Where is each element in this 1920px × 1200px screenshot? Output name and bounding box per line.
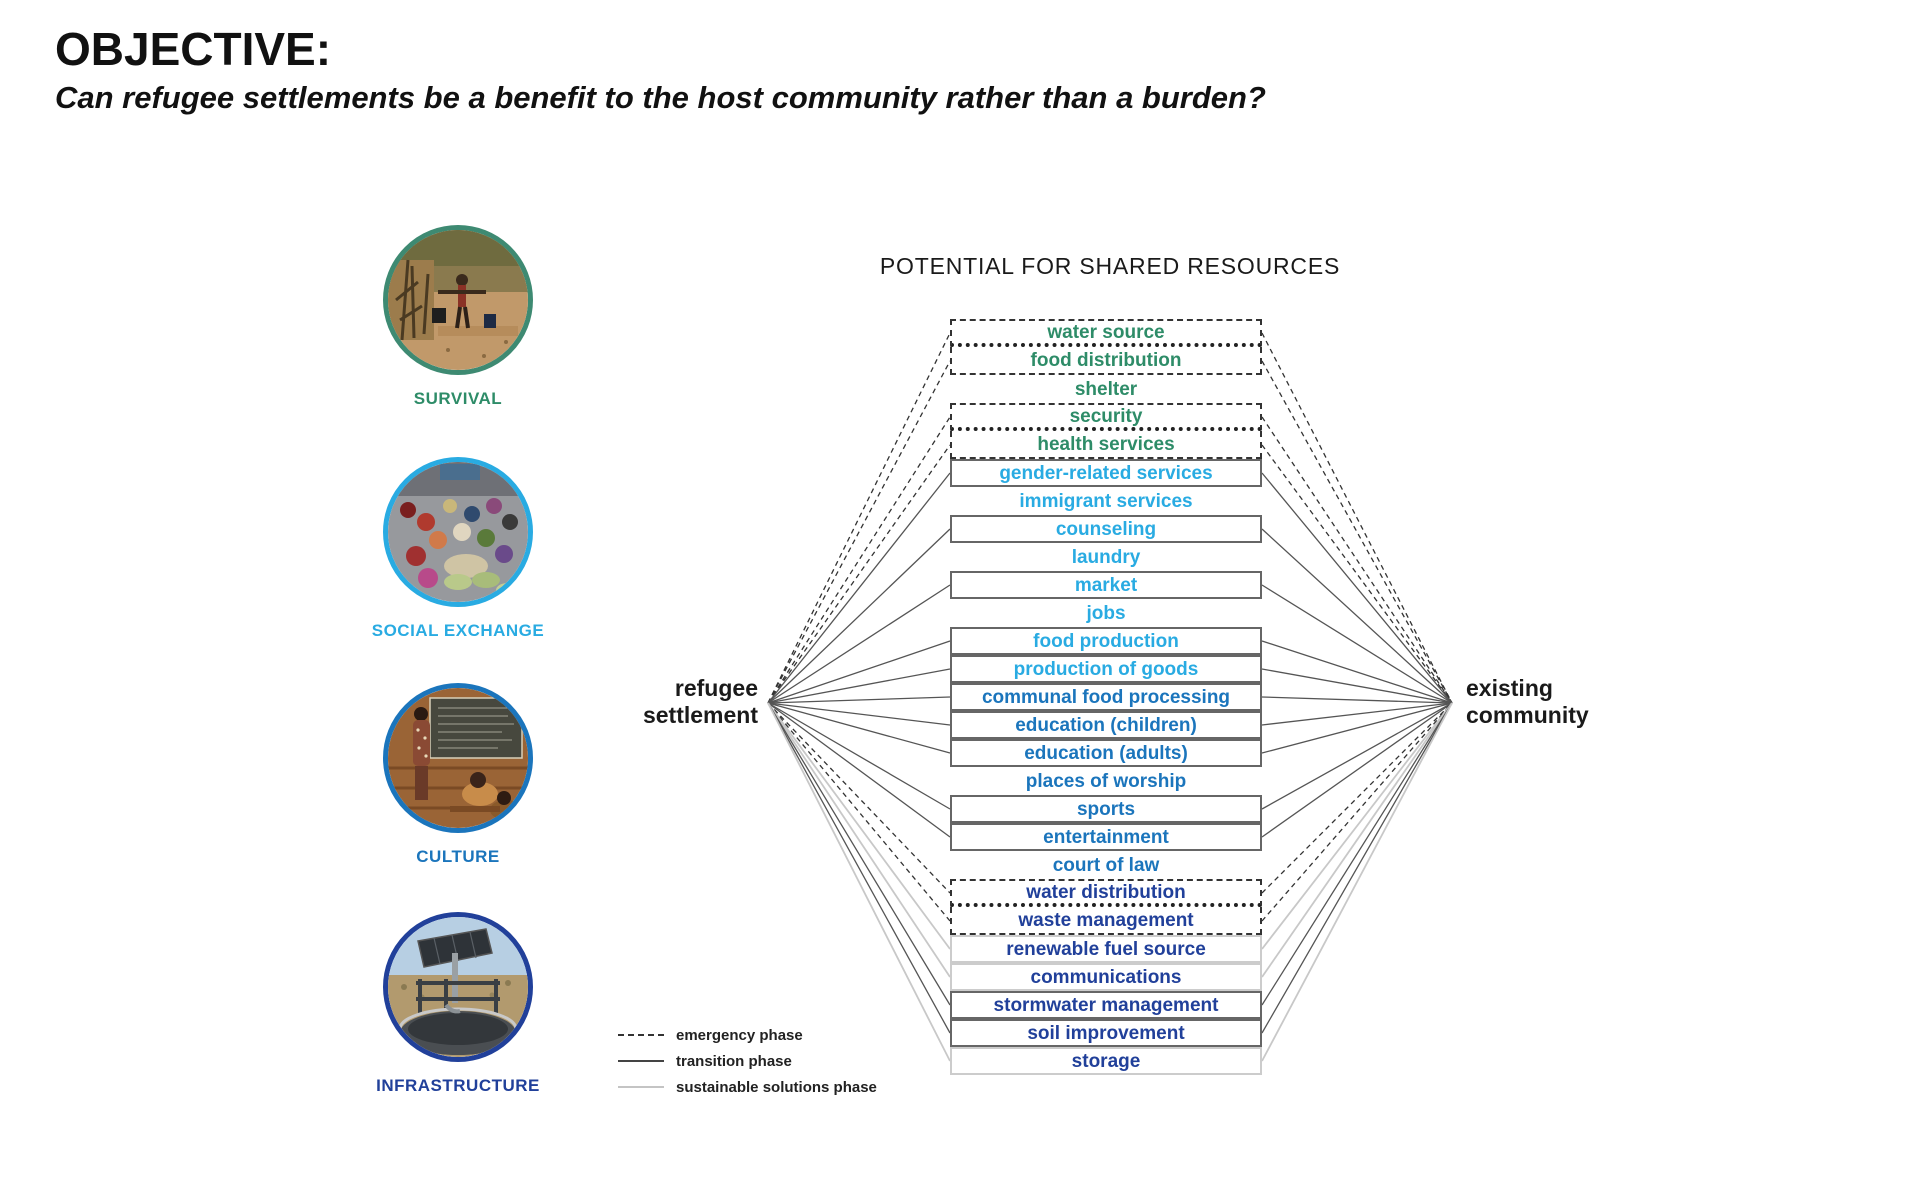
emergency-line-sample xyxy=(618,1034,664,1036)
existing-community-line2: community xyxy=(1466,702,1589,728)
category-label-culture: CULTURE xyxy=(416,847,500,866)
connector-transition xyxy=(767,702,951,754)
diagram-title: POTENTIAL FOR SHARED RESOURCES xyxy=(879,253,1341,279)
category-label-survival: SURVIVAL xyxy=(413,389,503,408)
connector-emergency xyxy=(767,702,951,922)
connector-transition xyxy=(767,472,951,704)
refugee-settlement-line1: refugee xyxy=(674,675,758,701)
connector-transition xyxy=(767,696,951,704)
connector-emergency xyxy=(1261,702,1453,922)
page-title: OBJECTIVE: xyxy=(55,23,332,75)
connector-transition xyxy=(1261,702,1453,810)
legend-label-sustainable: sustainable solutions phase xyxy=(676,1078,877,1096)
connector-sustainable xyxy=(1261,702,1453,978)
phase-legend: emergency phase transition phase sustain… xyxy=(618,1022,877,1100)
connector-sustainable xyxy=(1261,702,1453,950)
refugee-settlement-node: refugee settlement xyxy=(518,675,758,729)
connector-transition xyxy=(1261,702,1453,754)
sustainable-line-sample xyxy=(618,1086,664,1088)
refugee-settlement-line2: settlement xyxy=(642,702,758,728)
connector-emergency xyxy=(767,360,951,704)
connector-transition xyxy=(1261,472,1453,704)
connector-emergency xyxy=(1261,360,1453,704)
category-label-infrastructure: INFRASTRUCTURE xyxy=(376,1076,540,1095)
connector-transition xyxy=(1261,702,1453,1034)
connector-transition xyxy=(1261,640,1453,704)
connector-transition xyxy=(767,528,951,704)
connector-emergency xyxy=(1261,702,1453,894)
connector-emergency xyxy=(767,332,951,704)
connector-emergency xyxy=(767,444,951,704)
connector-transition xyxy=(1261,696,1453,704)
connector-sustainable xyxy=(1261,702,1453,1062)
connector-sustainable xyxy=(767,702,951,1062)
connector-emergency xyxy=(1261,332,1453,704)
connector-transition xyxy=(1261,528,1453,704)
category-infrastructure: INFRASTRUCTURE xyxy=(376,912,539,1096)
legend-label-emergency: emergency phase xyxy=(676,1026,803,1044)
connector-sustainable xyxy=(767,702,951,978)
social-exchange-photo-art xyxy=(388,462,528,602)
page-subtitle: Can refugee settlements be a benefit to … xyxy=(55,80,1266,115)
infrastructure-photo xyxy=(383,912,533,1062)
legend-row-transition: transition phase xyxy=(618,1048,877,1074)
connector-transition xyxy=(767,702,951,838)
connector-transition xyxy=(1261,702,1453,726)
existing-community-line1: existing xyxy=(1466,675,1553,701)
connector-transition xyxy=(767,702,951,1006)
connector-transition xyxy=(767,702,951,726)
connector-transition xyxy=(1261,702,1453,838)
connector-transition xyxy=(1261,702,1453,1006)
connector-sustainable xyxy=(767,702,951,950)
social-exchange-photo xyxy=(383,457,533,607)
category-label-social-exchange: SOCIAL EXCHANGE xyxy=(371,621,545,640)
connector-transition xyxy=(1261,668,1453,704)
category-social-exchange: SOCIAL EXCHANGE xyxy=(372,457,544,641)
category-survival: SURVIVAL xyxy=(383,225,533,409)
legend-row-emergency: emergency phase xyxy=(618,1022,877,1048)
connector-emergency xyxy=(767,416,951,704)
connector-transition xyxy=(767,640,951,704)
transition-line-sample xyxy=(618,1060,664,1062)
legend-row-sustainable: sustainable solutions phase xyxy=(618,1074,877,1100)
existing-community-node: existing community xyxy=(1466,675,1706,729)
category-culture: CULTURE xyxy=(383,683,533,867)
connector-emergency xyxy=(1261,444,1453,704)
connector-transition xyxy=(767,702,951,810)
connector-emergency xyxy=(1261,416,1453,704)
connector-transition xyxy=(1261,584,1453,704)
connector-transition xyxy=(767,702,951,1034)
legend-label-transition: transition phase xyxy=(676,1052,792,1070)
connector-emergency xyxy=(767,702,951,894)
connector-transition xyxy=(767,584,951,704)
connector-transition xyxy=(767,668,951,704)
